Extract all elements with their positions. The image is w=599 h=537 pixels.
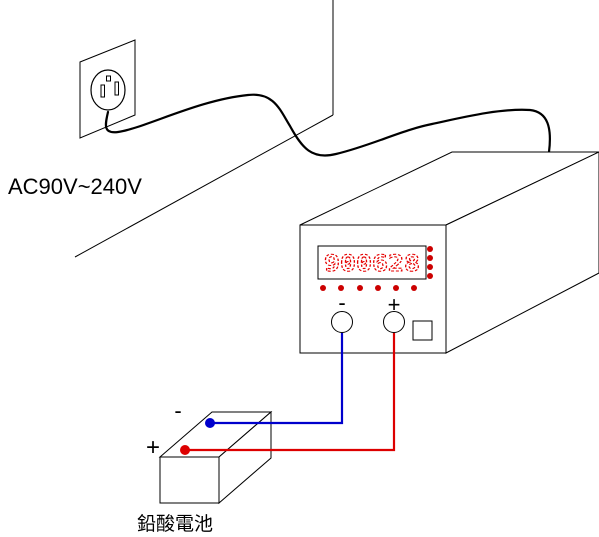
outlet-slot-left xyxy=(100,84,105,98)
outlet-slot-right xyxy=(114,81,119,96)
indicator-led xyxy=(411,285,417,291)
indicator-led xyxy=(427,246,433,252)
indicator-led xyxy=(338,285,344,291)
tester-device: 900628 - + xyxy=(299,151,599,354)
battery-label: 鉛酸電池 xyxy=(137,513,213,535)
positive-terminal[interactable] xyxy=(383,311,405,333)
floor-line xyxy=(74,114,334,258)
display-reading: 900628 xyxy=(324,252,420,277)
indicator-led xyxy=(357,285,363,291)
battery-negative-terminal xyxy=(205,418,215,428)
outlet-socket xyxy=(90,69,126,111)
voltage-label: AC90V~240V xyxy=(8,174,142,199)
display-screen xyxy=(317,245,427,280)
positive-wire xyxy=(185,333,396,452)
display-bottom-indicators xyxy=(320,285,417,291)
battery-positive-terminal xyxy=(180,445,190,455)
indicator-led xyxy=(427,273,433,279)
display-side-indicators xyxy=(427,246,433,279)
power-cord xyxy=(104,93,551,157)
battery-positive-label: + xyxy=(146,434,160,461)
indicator-led xyxy=(393,285,399,291)
indicator-led xyxy=(320,285,326,291)
power-switch[interactable] xyxy=(412,320,433,341)
negative-terminal[interactable] xyxy=(331,311,353,333)
wall xyxy=(74,0,334,258)
battery-negative-label: - xyxy=(174,398,181,423)
negative-terminal-label: - xyxy=(338,290,345,315)
battery-front-face xyxy=(159,456,220,504)
outlet-ground-slot xyxy=(106,75,111,82)
power-outlet-icon xyxy=(79,39,136,139)
negative-wire xyxy=(210,333,344,425)
indicator-led xyxy=(427,264,433,270)
positive-terminal-label: + xyxy=(388,292,401,317)
indicator-led xyxy=(375,285,381,291)
indicator-led xyxy=(427,255,433,261)
